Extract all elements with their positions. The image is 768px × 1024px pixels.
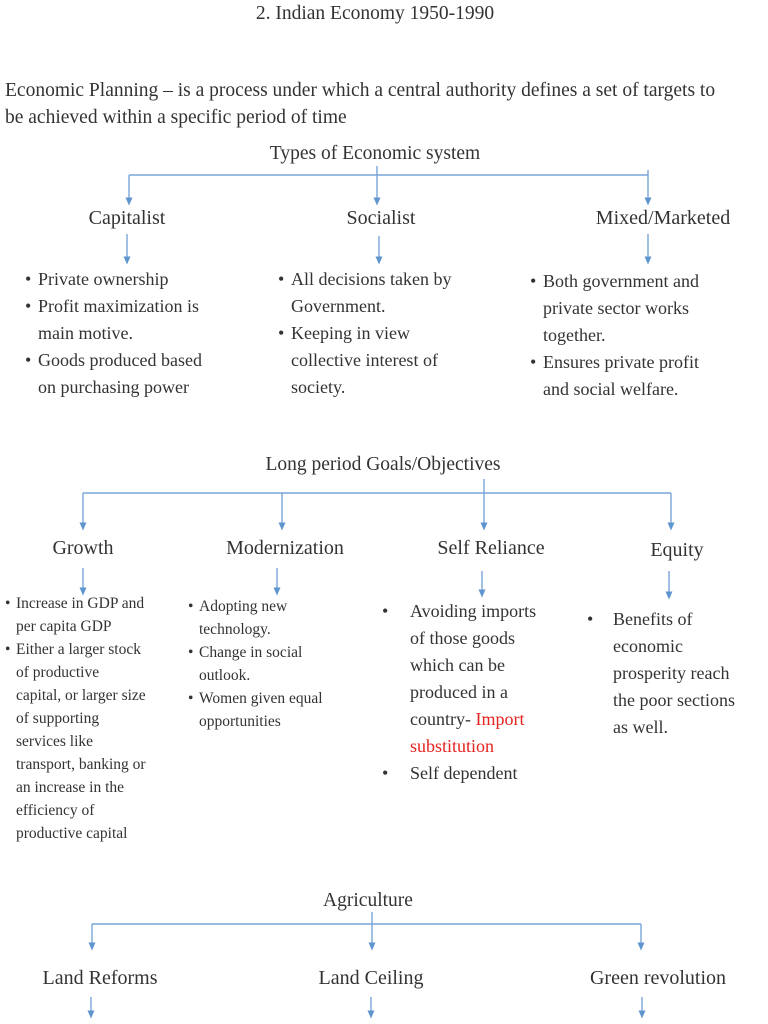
section-heading-agriculture: Agriculture — [323, 890, 413, 911]
branch-label-land-ceiling: Land Ceiling — [318, 967, 424, 989]
branch-label-mixed-marketed: Mixed/Marketed — [595, 207, 731, 229]
bullet-item: All decisions taken by Government. — [278, 266, 467, 320]
bullet-item: Self dependent — [382, 760, 540, 787]
bullet-item: Profit maximization is main motive. — [25, 293, 210, 347]
mixed-marketed-bullet-list: Both government and private sector works… — [530, 268, 721, 403]
bullet-item: Private ownership — [25, 266, 210, 293]
branch-label-growth: Growth — [52, 537, 114, 559]
bullet-text: Avoiding imports of those goods which ca… — [410, 601, 537, 729]
growth-bullet-list: Increase in GDP and per capita GDP Eithe… — [5, 592, 146, 845]
capitalist-bullet-list: Private ownership Profit maximization is… — [25, 266, 210, 401]
self-reliance-bullet-list: Avoiding imports of those goods which ca… — [382, 598, 540, 787]
bullet-item: Adopting new technology. — [188, 595, 324, 641]
branch-label-socialist: Socialist — [346, 207, 416, 229]
intro-paragraph: Economic Planning – is a process under w… — [5, 80, 716, 128]
bullet-item: Ensures private profit and social welfar… — [530, 349, 721, 403]
branch-label-self-reliance: Self Reliance — [437, 537, 545, 559]
bullet-item: Goods produced based on purchasing power — [25, 347, 210, 401]
bullet-item: Women given equal opportunities — [188, 687, 324, 733]
page-title: 2. Indian Economy 1950-1990 — [255, 3, 495, 24]
bullet-item: Benefits of economic prosperity reach th… — [587, 606, 751, 741]
bullet-item: Avoiding imports of those goods which ca… — [382, 598, 540, 760]
bullet-item: Increase in GDP and per capita GDP — [5, 592, 146, 638]
bullet-item: Change in social outlook. — [188, 641, 324, 687]
section-heading-goals: Long period Goals/Objectives — [265, 454, 501, 475]
branch-label-capitalist: Capitalist — [88, 207, 166, 229]
branch-label-land-reforms: Land Reforms — [42, 967, 158, 989]
branch-label-equity: Equity — [650, 539, 704, 561]
equity-bullet-list: Benefits of economic prosperity reach th… — [587, 606, 751, 741]
branch-label-green-revolution: Green revolution — [589, 967, 727, 989]
modernization-bullet-list: Adopting new technology. Change in socia… — [188, 595, 324, 733]
branch-label-modernization: Modernization — [226, 537, 344, 559]
import-substitution-highlight: Import substitution — [410, 709, 525, 756]
bullet-item: Keeping in view collective interest of s… — [278, 320, 467, 401]
bullet-item: Both government and private sector works… — [530, 268, 721, 349]
section-heading-economic-system: Types of Economic system — [269, 143, 481, 164]
socialist-bullet-list: All decisions taken by Government. Keepi… — [278, 266, 467, 401]
bullet-item: Either a larger stock of productive capi… — [5, 638, 146, 845]
